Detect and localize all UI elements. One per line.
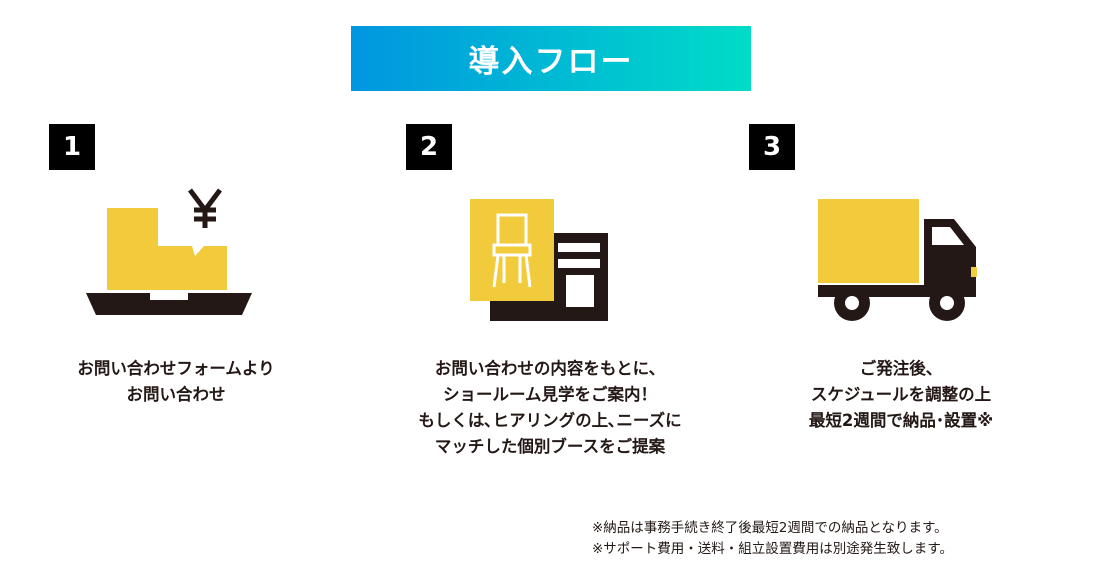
step-2-line: マッチした個別ブースをご提案 [434, 437, 666, 456]
step-3-line: スケジュールを調整の上 [810, 385, 992, 404]
step-2-line: お問い合わせの内容をもとに、 [434, 359, 666, 378]
step-2-line: もしくは､ヒアリングの上､ニーズに [418, 411, 682, 430]
step-3-line: 最短2週間で納品･設置※ [808, 411, 994, 430]
footnotes: ※納品は事務手続き終了後最短2週間での納品となります。 ※サポート費用・送料・組… [592, 518, 953, 560]
step-1-line: お問い合わせ [126, 385, 226, 404]
step-3-description: ご発注後、 スケジュールを調整の上 最短2週間で納品･設置※ [756, 356, 1046, 434]
step-1-number: 1 [49, 124, 95, 170]
footnote: ※サポート費用・送料・組立設置費用は別途発生致します。 [592, 541, 953, 557]
step-2-description: お問い合わせの内容をもとに、 ショールーム見学をご案内！ もしくは､ヒアリングの… [380, 356, 720, 460]
page-title: 導入フロー [468, 44, 634, 80]
step-2-line: ショールーム見学をご案内！ [442, 385, 657, 404]
step-1-description: お問い合わせフォームより お問い合わせ [56, 356, 296, 408]
step-1-line: お問い合わせフォームより [77, 359, 275, 378]
delivery-truck-icon [816, 199, 980, 323]
laptop-yen-icon [86, 180, 252, 316]
title-banner: 導入フロー [351, 26, 751, 91]
step-3-number: 3 [749, 124, 795, 170]
step-2-number: 2 [406, 124, 452, 170]
footnote: ※納品は事務手続き終了後最短2週間での納品となります。 [592, 520, 948, 536]
showroom-chair-icon [470, 199, 610, 323]
step-3-line: ご発注後、 [859, 359, 943, 378]
